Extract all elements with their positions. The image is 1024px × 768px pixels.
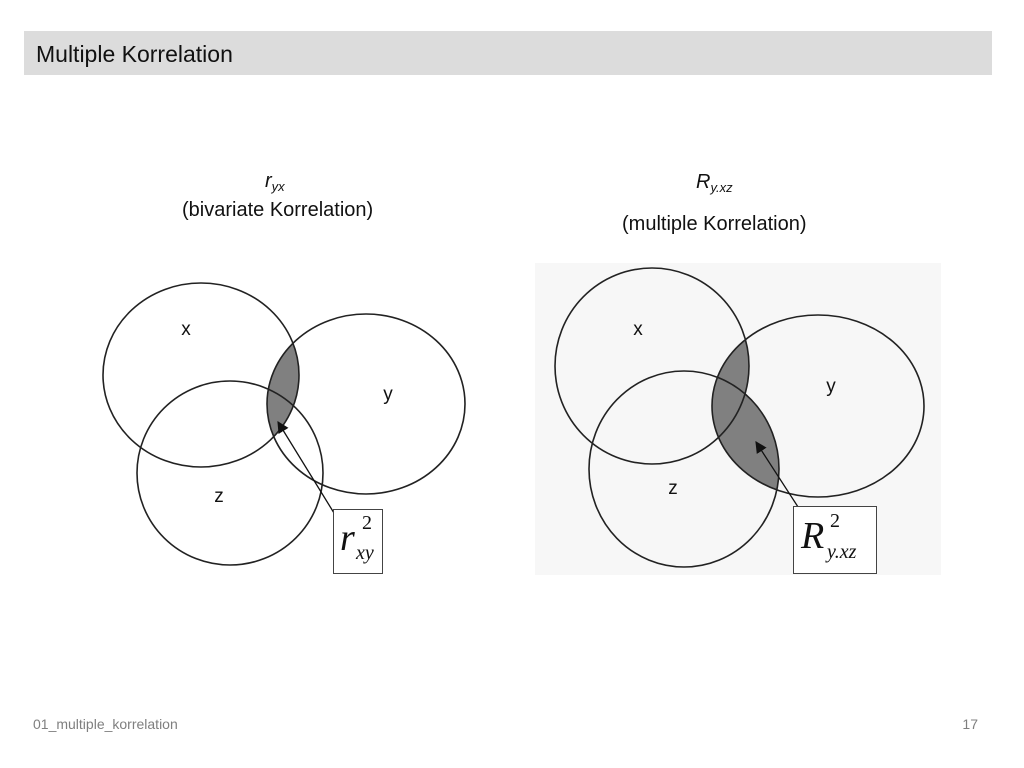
left-circle-y	[266, 313, 466, 495]
right-circle-z	[588, 370, 780, 568]
left-symbol-sub: yx	[271, 179, 285, 194]
right-formula-base: R	[801, 515, 825, 557]
left-symbol-base: r	[265, 170, 272, 192]
right-circle-y	[711, 314, 925, 498]
page-number: 17	[962, 716, 978, 732]
right-symbol: Ry.xz	[696, 171, 733, 195]
left-circle-x	[102, 282, 300, 468]
left-circle-z	[136, 380, 324, 566]
right-label-x: x	[633, 319, 643, 340]
right-venn	[535, 263, 941, 575]
left-symbol: ryx	[265, 170, 285, 194]
right-circle-x	[554, 267, 750, 465]
left-overlap-xy-shade	[267, 314, 299, 467]
left-caption: (bivariate Korrelation)	[182, 199, 374, 221]
title-bar: Multiple Korrelation	[24, 31, 992, 75]
left-formula-sup: 2	[362, 512, 372, 534]
left-formula-sub: xy	[356, 542, 374, 564]
right-formula-sup: 2	[830, 510, 840, 532]
right-caption: (multiple Korrelation)	[622, 213, 807, 235]
right-formula-box: R 2 y.xz	[793, 506, 877, 574]
right-label-z: z	[668, 478, 678, 499]
left-formula-box: r 2 xy	[333, 509, 383, 574]
left-arrow	[277, 421, 335, 514]
footer-filename: 01_multiple_korrelation	[33, 716, 178, 732]
right-overlap-zy-shade	[712, 371, 779, 497]
left-venn	[102, 282, 466, 566]
right-formula-sub: y.xz	[827, 541, 857, 563]
right-symbol-sub: y.xz	[710, 180, 733, 195]
left-label-x: x	[181, 319, 191, 340]
left-formula-base: r	[340, 517, 355, 559]
slide-title: Multiple Korrelation	[36, 41, 233, 67]
left-label-y: y	[383, 384, 393, 405]
left-label-z: z	[214, 486, 224, 507]
right-label-y: y	[826, 376, 836, 397]
right-symbol-base: R	[696, 171, 711, 193]
right-arrow	[755, 441, 801, 511]
